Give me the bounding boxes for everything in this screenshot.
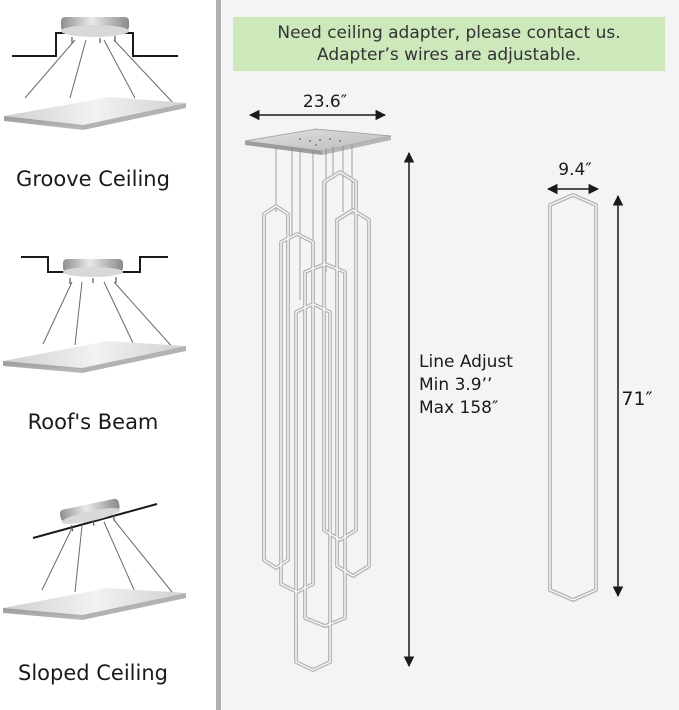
ceiling-adapter-note: Need ceiling adapter, please contact us.… (233, 17, 665, 71)
note-line-2: Adapter’s wires are adjustable. (317, 45, 581, 65)
note-line-1: Need ceiling adapter, please contact us. (277, 23, 621, 43)
panel-width-label: 9.4″ (558, 160, 591, 180)
panel-height-label: 71″ (621, 388, 652, 410)
panel-divider (216, 0, 221, 710)
canopy-width-label: 23.6″ (303, 92, 347, 112)
roofs-beam-illustration (3, 256, 186, 373)
line-adjust-title: Line Adjust (419, 352, 513, 372)
line-adjust-max: Max 158″ (419, 398, 499, 418)
groove-ceiling-illustration (4, 17, 186, 130)
mount-label-roofs-beam: Roof's Beam (28, 410, 159, 434)
sloped-ceiling-illustration (3, 498, 186, 620)
single-light-panel (548, 193, 598, 602)
line-adjust-text: Line Adjust Min 3.9’’ Max 158″ (419, 351, 513, 420)
mount-label-groove-ceiling: Groove Ceiling (16, 167, 170, 191)
ceiling-canopy-plate (244, 128, 392, 155)
line-adjust-min: Min 3.9’’ (419, 375, 493, 395)
mount-label-sloped-ceiling: Sloped Ceiling (18, 661, 168, 685)
